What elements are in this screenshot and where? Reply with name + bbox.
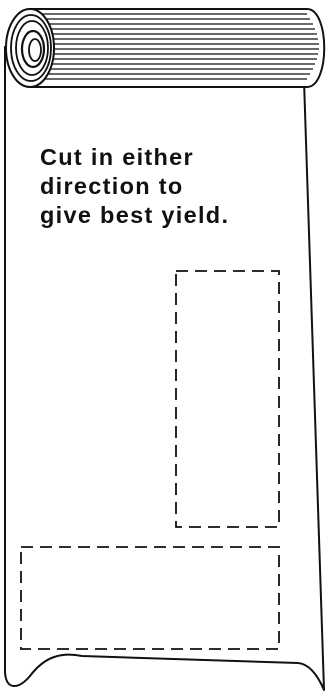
caption-line-2: direction to bbox=[40, 172, 300, 201]
cutting-instruction: Cut in either direction to give best yie… bbox=[40, 143, 300, 230]
caption-line-3: give best yield. bbox=[40, 201, 300, 230]
roll-cylinder bbox=[30, 9, 324, 87]
caption-line-1: Cut in either bbox=[40, 143, 300, 172]
roll-core-hole bbox=[29, 39, 41, 61]
material-roll-icon bbox=[6, 9, 324, 87]
